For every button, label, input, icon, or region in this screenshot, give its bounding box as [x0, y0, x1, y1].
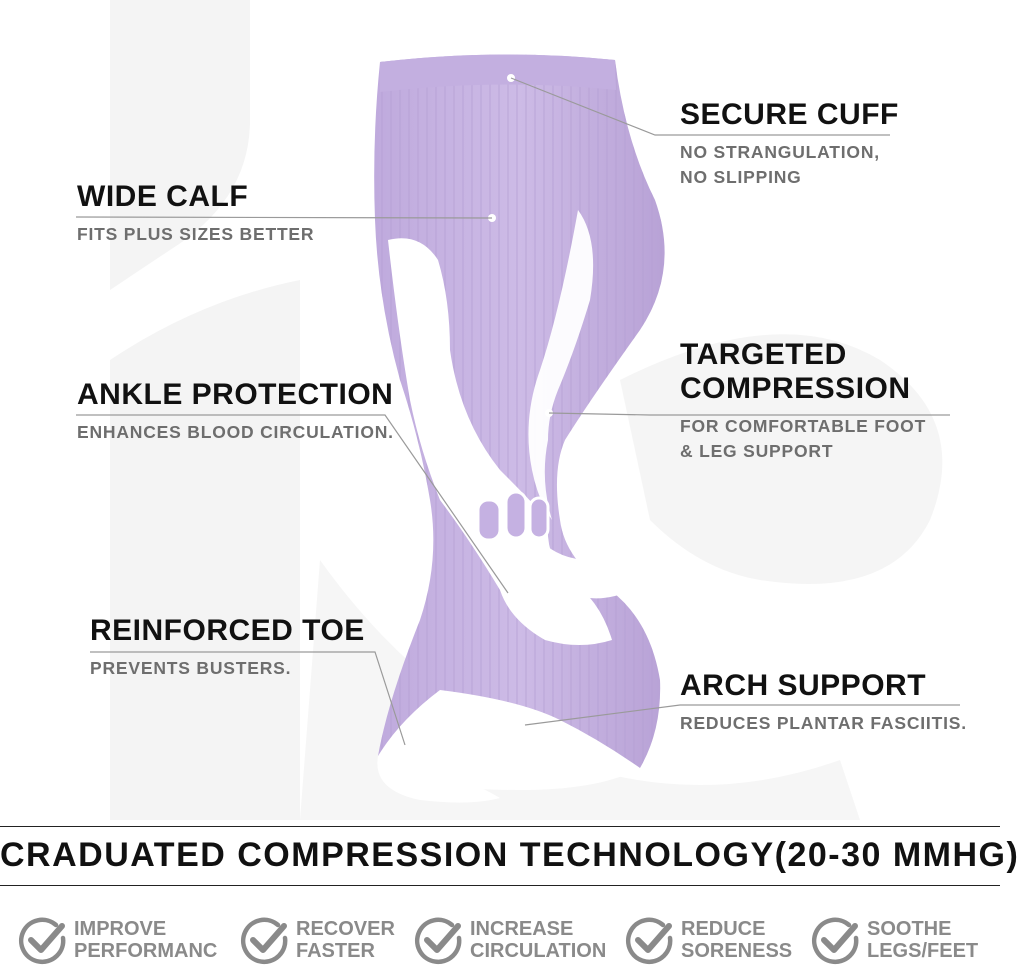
feature-subtitle: FOR COMFORTABLE FOOT	[680, 415, 927, 436]
feature-title: REINFORCED TOE	[90, 614, 365, 647]
feature-subtitle: NO SLIPPING	[680, 167, 802, 188]
check-circle-icon	[18, 917, 66, 964]
feature-title: TARGETED	[680, 338, 847, 371]
feature-reinforced-toe: REINFORCED TOE PREVENTS BUSTERS.	[90, 614, 365, 681]
feature-ankle-protection: ANKLE PROTECTION ENHANCES BLOOD CIRCULAT…	[77, 378, 394, 445]
feature-wide-calf: WIDE CALF FITS PLUS SIZES BETTER	[77, 180, 314, 247]
feature-subtitle: REDUCES PLANTAR FASCIITIS.	[680, 712, 967, 733]
feature-secure-cuff: SECURE CUFF NO STRANGULATION, NO SLIPPIN…	[680, 98, 899, 191]
check-circle-icon	[625, 917, 673, 964]
feature-title: ANKLE PROTECTION	[77, 378, 394, 411]
banner-title: CRADUATED COMPRESSION TECHNOLOGY(20-30 M…	[0, 836, 1019, 874]
feature-title: ARCH SUPPORT	[680, 669, 927, 702]
feature-targeted-compression: TARGETED COMPRESSION FOR COMFORTABLE FOO…	[680, 338, 926, 465]
feature-subtitle: PREVENTS BUSTERS.	[90, 657, 292, 678]
compression-sock	[374, 54, 665, 781]
feature-arch-support: ARCH SUPPORT REDUCES PLANTAR FASCIITIS.	[680, 669, 967, 736]
check-circle-icon	[414, 917, 462, 964]
feature-subtitle: & LEG SUPPORT	[680, 441, 834, 462]
check-circle-icon	[240, 917, 288, 964]
feature-title: WIDE CALF	[77, 180, 249, 213]
callout-lines	[75, 77, 960, 746]
check-circle-icon	[811, 917, 859, 964]
feature-title: SECURE CUFF	[680, 98, 899, 131]
feature-subtitle: FITS PLUS SIZES BETTER	[77, 223, 315, 244]
feature-subtitle: NO STRANGULATION,	[680, 141, 880, 162]
technology-banner: CRADUATED COMPRESSION TECHNOLOGY(20-30 M…	[0, 826, 1019, 886]
feature-title: COMPRESSION	[680, 371, 911, 405]
feature-subtitle: ENHANCES BLOOD CIRCULATION.	[77, 421, 394, 442]
